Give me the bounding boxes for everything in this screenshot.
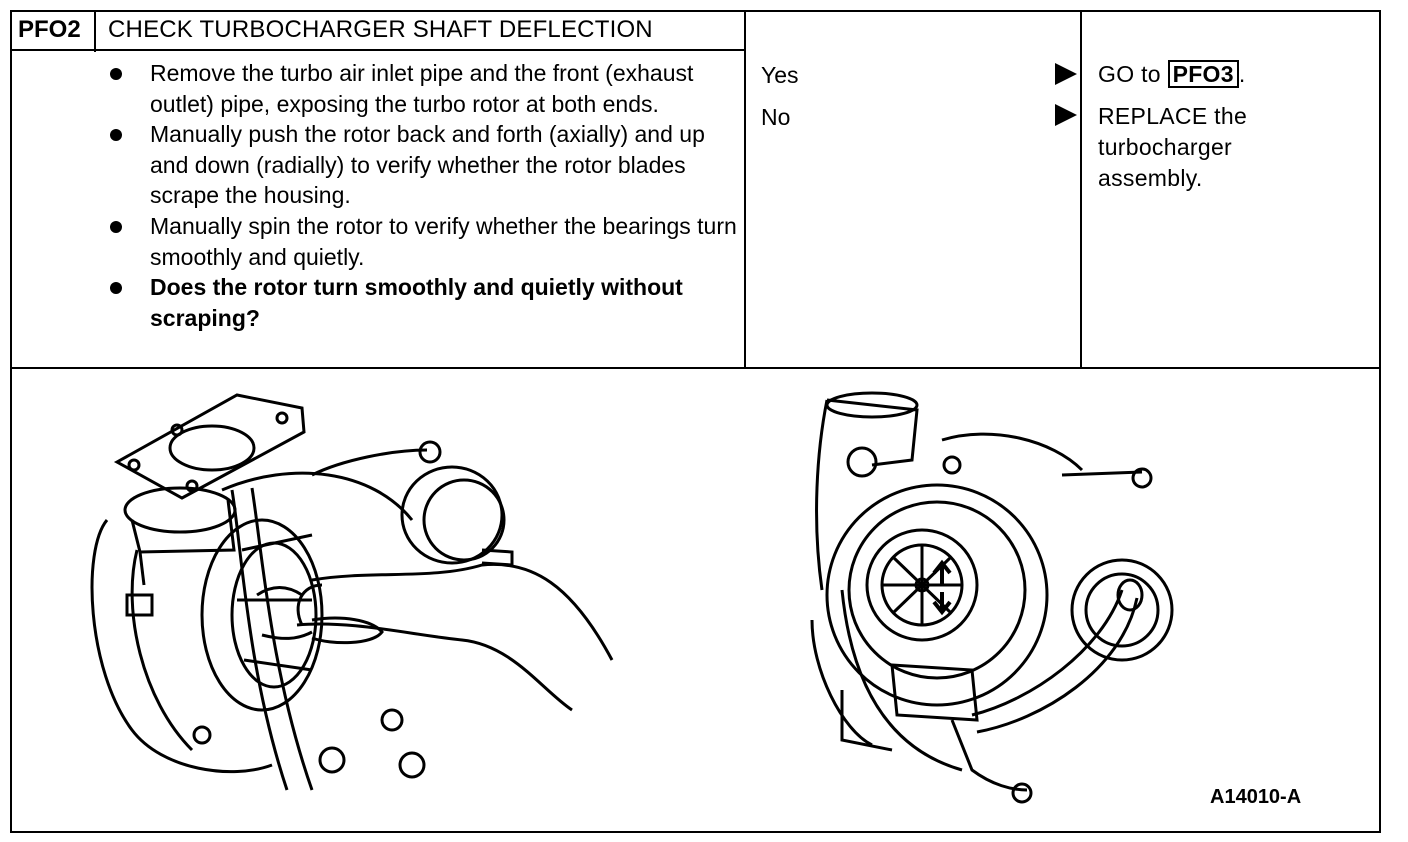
figure-label: A14010-A: [1210, 786, 1302, 808]
action-no: REPLACE the turbocharger assembly.: [1098, 103, 1248, 191]
instruction-text: Does the rotor turn smoothly and quietly…: [150, 274, 683, 331]
bullet-icon: [110, 129, 122, 142]
instruction-item: Manually spin the rotor to verify whethe…: [104, 211, 744, 272]
instruction-item: Remove the turbo air inlet pipe and the …: [104, 58, 744, 119]
divider-title: [10, 49, 746, 51]
instruction-text: Manually push the rotor back and forth (…: [150, 121, 705, 209]
step-title: CHECK TURBOCHARGER SHAFT DEFLECTION: [108, 16, 653, 43]
bullet-icon: [110, 282, 122, 295]
arrow-right-icon: [1055, 63, 1077, 85]
turbocharger-rotor-icon: [810, 391, 1174, 804]
turbocharger-hand-icon: [90, 393, 614, 791]
result-no: No: [761, 104, 791, 130]
instruction-text: Remove the turbo air inlet pipe and the …: [150, 60, 694, 117]
instruction-question: Does the rotor turn smoothly and quietly…: [104, 272, 744, 333]
instruction-text: Manually spin the rotor to verify whethe…: [150, 212, 737, 270]
bullet-icon: [110, 220, 122, 233]
divider-figure: [10, 367, 1381, 369]
instruction-list: Remove the turbo air inlet pipe and the …: [104, 58, 744, 333]
divider-actions: [1080, 10, 1082, 369]
bullet-icon: [110, 68, 122, 80]
arrow-right-icon: [1055, 104, 1077, 126]
procedure-table: [10, 10, 1381, 833]
step-id: PFO2: [18, 16, 81, 43]
action-yes: GO to PFO3.: [1098, 60, 1246, 88]
instruction-item: Manually push the rotor back and forth (…: [104, 119, 744, 211]
figure-area: [90, 391, 1174, 804]
divider-results: [744, 10, 746, 369]
result-yes: Yes: [761, 62, 799, 88]
step-reference-link[interactable]: PFO3: [1167, 60, 1239, 88]
divider-step-id: [94, 10, 96, 52]
